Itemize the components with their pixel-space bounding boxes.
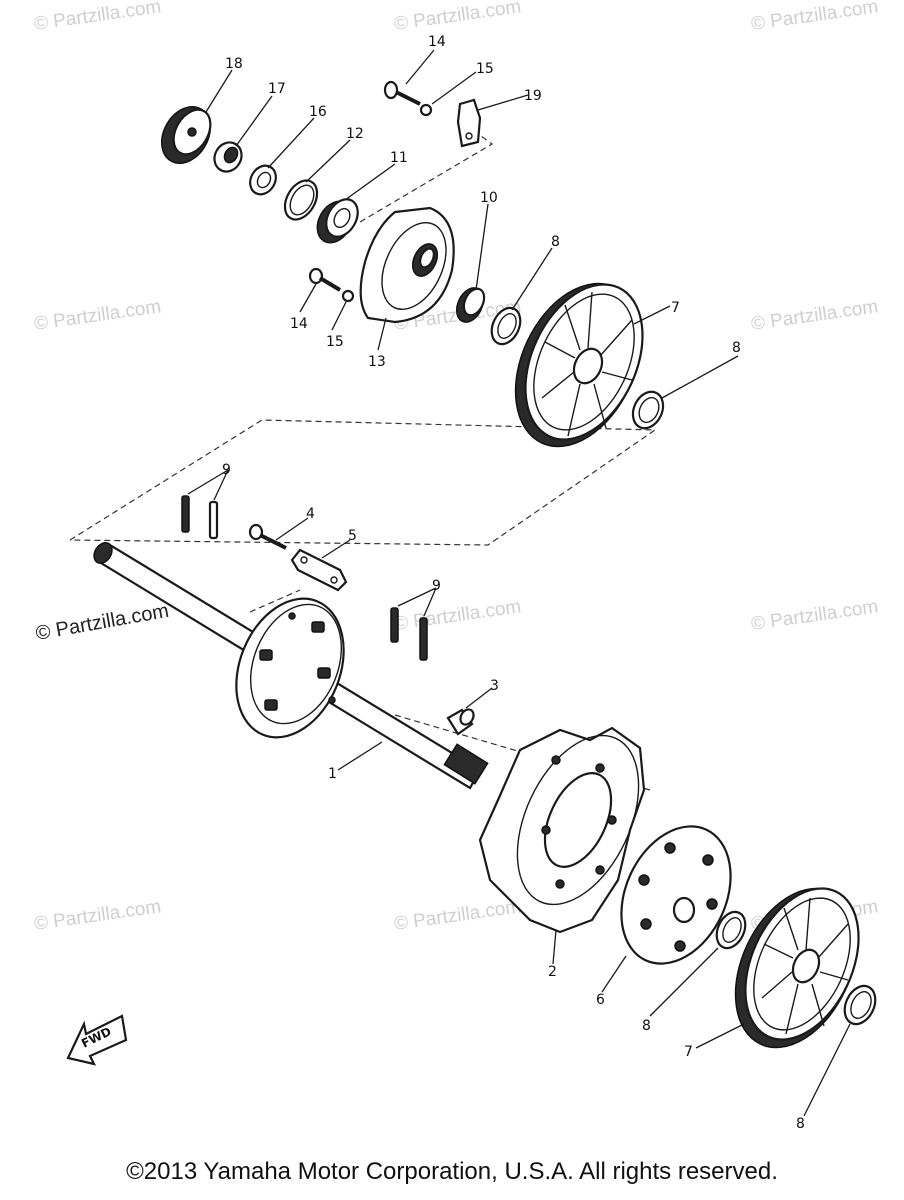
- callout-7: 7: [684, 1044, 693, 1060]
- part-3-collar: [446, 708, 475, 736]
- part-16-washer: [249, 164, 277, 196]
- part-15-washer-upper: [419, 103, 433, 117]
- part-14-bolt-upper: [383, 80, 421, 106]
- part-sprocket-hub: [235, 597, 345, 739]
- part-5-plate: [290, 548, 348, 592]
- part-17-nut: [213, 141, 243, 173]
- watermark: © Partzilla.com: [750, 0, 880, 35]
- callout-8: 8: [732, 340, 741, 356]
- watermark: © Partzilla.com: [33, 0, 163, 35]
- part-8-collar-lower-right: [843, 984, 877, 1026]
- callout-8: 8: [551, 234, 560, 250]
- part-9-pins-left: [181, 495, 219, 540]
- watermark: © Partzilla.com: [33, 896, 163, 935]
- part-4-bolt: [248, 523, 287, 550]
- part-8-collar-upper: [490, 306, 522, 346]
- part-9-pins-center: [390, 607, 428, 661]
- callout-14: 14: [290, 316, 308, 332]
- part-10-oil-seal: [455, 287, 486, 323]
- assembly-guide-lines: [69, 127, 657, 791]
- part-15-washer-lower: [341, 289, 355, 303]
- watermark: © Partzilla.com: [750, 296, 880, 335]
- part-8-collar-right: [631, 390, 665, 430]
- callout-4: 4: [306, 506, 315, 522]
- callout-19: 19: [524, 88, 542, 104]
- callout-leaders: [187, 49, 851, 1117]
- callout-2: 2: [548, 964, 557, 980]
- callout-5: 5: [348, 528, 357, 544]
- part-7-idler-wheel-upper: [514, 282, 644, 448]
- part-2-drive-sprocket: [478, 726, 646, 934]
- callout-16: 16: [309, 104, 327, 120]
- fwd-arrow-icon: FWD: [66, 1014, 128, 1066]
- callout-11: 11: [390, 150, 408, 166]
- callout-10: 10: [480, 190, 498, 206]
- callout-17: 17: [268, 81, 286, 97]
- callout-8: 8: [796, 1116, 805, 1132]
- callout-labels: 18 17 16 12 11 10 8 7 8 14 15 19 14 15 1…: [222, 34, 805, 1132]
- copyright-footer: ©2013 Yamaha Motor Corporation, U.S.A. A…: [126, 1158, 778, 1185]
- part-11-bearing: [316, 198, 359, 244]
- part-19-bracket: [456, 98, 482, 148]
- callout-13: 13: [368, 354, 386, 370]
- callout-8: 8: [642, 1018, 651, 1034]
- watermark: © Partzilla.com: [393, 0, 523, 35]
- part-6-plate: [620, 825, 732, 965]
- callout-15: 15: [476, 61, 494, 77]
- part-18-gear: [161, 106, 212, 164]
- part-8-collar-lower-mid: [715, 910, 747, 950]
- callout-1: 1: [328, 766, 337, 782]
- watermark: © Partzilla.com: [393, 896, 523, 935]
- part-7-idler-wheel-lower: [734, 887, 860, 1049]
- callout-15: 15: [326, 334, 344, 350]
- callout-18: 18: [225, 56, 243, 72]
- callout-6: 6: [596, 992, 605, 1008]
- watermark: © Partzilla.com: [750, 596, 880, 635]
- watermark-highlight: © Partzilla.com: [34, 600, 171, 645]
- callout-14: 14: [428, 34, 446, 50]
- callout-3: 3: [490, 678, 499, 694]
- callout-9: 9: [222, 462, 231, 478]
- part-12-circlip: [283, 179, 319, 221]
- watermark-group: © Partzilla.com © Partzilla.com © Partzi…: [33, 0, 880, 935]
- callout-12: 12: [346, 126, 364, 142]
- callout-9: 9: [432, 578, 441, 594]
- part-13-bearing-housing: [359, 206, 455, 324]
- part-14-bolt-lower: [308, 267, 342, 292]
- watermark: © Partzilla.com: [393, 596, 523, 635]
- watermark: © Partzilla.com: [33, 296, 163, 335]
- callout-7: 7: [671, 300, 680, 316]
